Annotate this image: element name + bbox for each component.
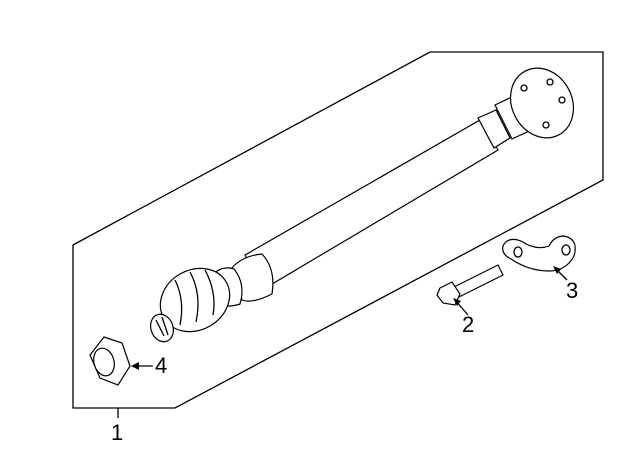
callout-3: 3 — [566, 278, 578, 303]
arrow-4 — [131, 362, 139, 370]
nut-part — [89, 336, 131, 386]
assembly-panel — [72, 51, 604, 409]
bolt-part — [436, 264, 504, 306]
arrow-3 — [553, 266, 561, 274]
retainer-plate-part — [502, 235, 576, 272]
drive-shaft — [150, 67, 575, 343]
arrow-2 — [453, 298, 461, 306]
callout-4: 4 — [155, 353, 167, 378]
callout-1: 1 — [111, 420, 123, 445]
callout-2: 2 — [462, 312, 474, 337]
